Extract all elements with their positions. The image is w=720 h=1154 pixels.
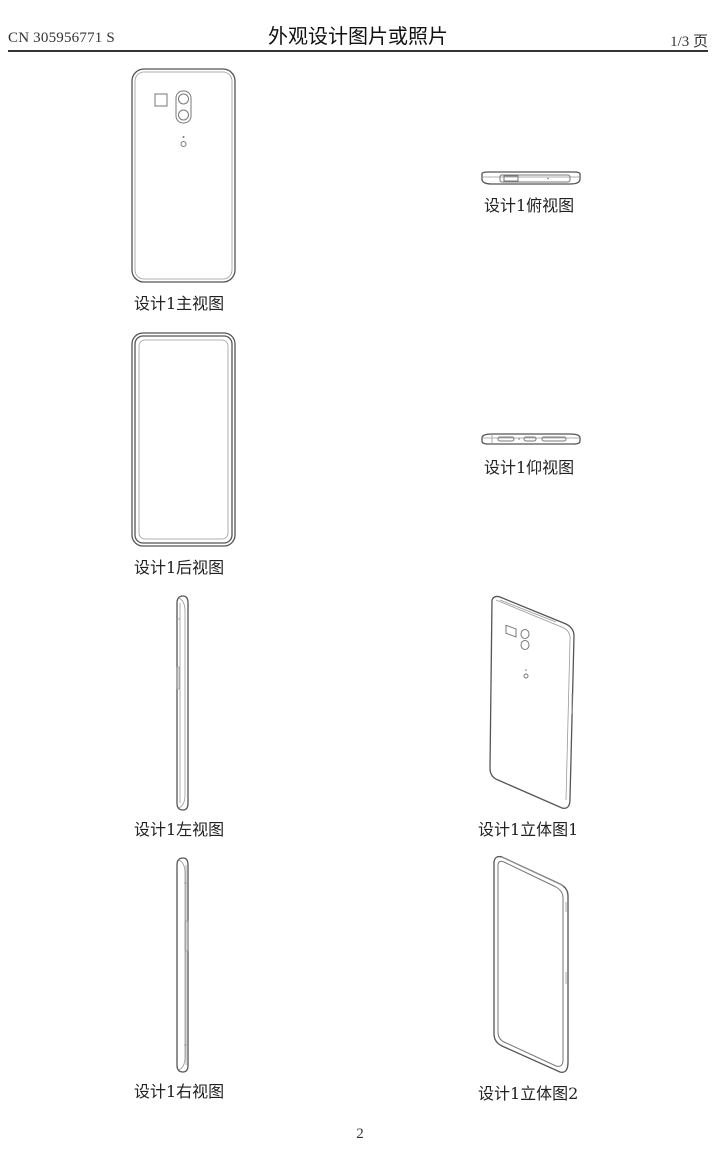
phone-left-side-drawing-icon	[176, 595, 189, 811]
phone-perspective-back-drawing-icon	[489, 595, 575, 809]
page-title: 外观设计图片或照片	[268, 24, 448, 48]
figure-caption: 设计1俯视图	[484, 196, 575, 215]
phone-screen-view-drawing-icon	[131, 332, 236, 547]
figure-front-view	[131, 68, 237, 284]
figure-caption: 设计1立体图1	[478, 820, 579, 839]
figure-caption: 设计1右视图	[134, 1082, 225, 1101]
figure-bottom-view	[480, 432, 582, 446]
figure-perspective-1	[486, 594, 580, 814]
page-number: 2	[356, 1126, 364, 1142]
figure-caption: 设计1立体图2	[478, 1084, 579, 1103]
figure-left-view	[174, 595, 190, 811]
figure-perspective-2	[490, 854, 574, 1076]
patent-number: CN 305956771 S	[8, 30, 115, 46]
figure-right-view	[174, 857, 190, 1073]
figure-top-view	[480, 170, 582, 186]
phone-bottom-view-drawing-icon	[481, 433, 581, 445]
figure-caption: 设计1左视图	[134, 820, 225, 839]
header-divider	[8, 50, 708, 52]
phone-top-view-drawing-icon	[481, 171, 581, 185]
figure-caption: 设计1仰视图	[484, 458, 575, 477]
document-header: CN 305956771 S 外观设计图片或照片 1/3 页	[8, 18, 708, 50]
phone-back-view-drawing-icon	[131, 68, 236, 283]
phone-perspective-front-drawing-icon	[493, 855, 569, 1073]
phone-right-side-drawing-icon	[176, 857, 189, 1073]
figure-rear-view	[131, 332, 237, 548]
page-count: 1/3 页	[670, 34, 708, 50]
figure-caption: 设计1后视图	[134, 558, 225, 577]
figure-caption: 设计1主视图	[134, 294, 225, 313]
